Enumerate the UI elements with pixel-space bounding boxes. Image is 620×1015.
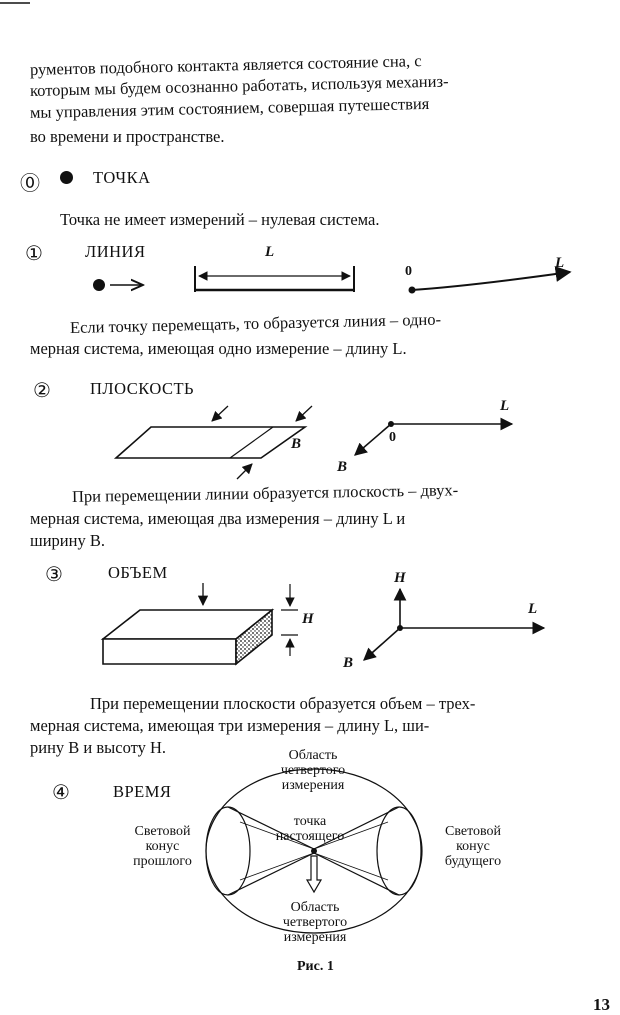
section-2-text-line-3: ширину B. [30,531,105,550]
segment-L-figure [194,266,355,292]
section-3-height-label: H [302,611,314,627]
bottom-region-line-2: четвертого [282,915,348,930]
section-1-number: ① [25,243,43,265]
section-3-text-line-2: мерная система, имеющая три измерения – … [30,716,430,735]
section-3-text-line-1: При перемещении плоскости образуется объ… [90,694,476,713]
section-3-text-line-3: рину B и высоту H. [30,738,167,757]
page-number: 13 [593,995,610,1014]
section-0-number: ⓪ [20,173,40,195]
present-point-line-2: настоящего [275,829,345,844]
section-1-text-line-2: мерная система, имеющая одно измерение –… [30,339,407,358]
present-point-dot [311,848,317,854]
past-cone-line-3: прошлого [133,854,192,869]
plane-figure [113,405,313,480]
section-3-axis-B-label: B [343,655,354,671]
present-point-label: точка настоящего [250,814,370,844]
bottom-region-label: Область четвертого измерения [255,900,375,945]
intro-line-4: во времени и пространстве. [30,127,225,146]
point-dot-icon [60,171,73,184]
bottom-region-line-3: измерения [283,930,347,945]
past-cone-line-2: конус [145,839,180,854]
top-region-line-2: четвертого [280,763,346,778]
future-cone-line-1: Световой [444,824,502,839]
bottom-region-line-1: Область [290,900,340,915]
future-cone-label: Световой конус будущего [423,824,523,869]
future-cone-line-3: будущего [444,854,502,869]
future-cone-line-2: конус [456,839,490,854]
section-1-origin-label: 0 [405,264,412,279]
section-1-title: ЛИНИЯ [85,242,146,261]
section-0-title: ТОЧКА [93,168,151,187]
section-2-text-line-2: мерная система, имеющая два измерения – … [30,509,406,528]
section-1-segment-label: L [265,244,275,260]
section-3-title: ОБЪЕМ [108,563,168,582]
section-2-origin-label: 0 [389,430,396,445]
section-4-title: ВРЕМЯ [113,782,172,801]
section-2-title: ПЛОСКОСТЬ [90,379,194,398]
top-region-line-1: Область [288,748,338,763]
present-point-line-1: точка [293,814,327,829]
section-4-number: ④ [52,782,70,804]
moving-point-dot [93,279,105,291]
past-cone-line-1: Световой [134,824,191,839]
top-region-line-3: измерения [281,778,345,793]
section-2-axis-L-label: L [500,398,510,414]
volume-axis-B [363,627,401,661]
section-2-axis-B-label: B [337,459,348,475]
time-diagram [205,768,423,934]
section-0-text: Точка не имеет измерений – нулевая систе… [60,210,380,229]
volume-figure [100,583,298,666]
top-region-label: Область четвертого измерения [253,748,373,793]
section-3-axis-L-label: L [528,601,538,617]
section-3-axis-H-label: H [394,570,406,586]
section-3-number: ③ [45,564,63,586]
section-1-ray-label: L [555,255,565,271]
past-cone-label: Световой конус прошлого [115,824,210,869]
section-2-width-label: B [291,436,302,452]
plane-axis-B [354,423,392,456]
section-2-number: ② [33,380,51,402]
ray-L-curve [411,266,572,291]
present-down-arrow [305,855,323,894]
figure-caption: Рис. 1 [297,959,334,974]
